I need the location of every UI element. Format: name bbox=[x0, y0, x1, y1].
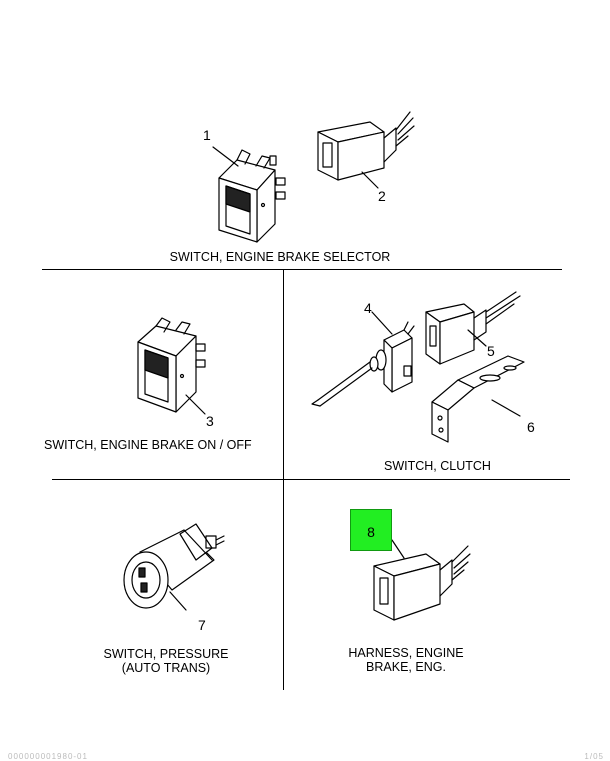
caption-pressure-line1: SWITCH, PRESSURE bbox=[103, 647, 229, 661]
caption-harness-line1: HARNESS, ENGINE bbox=[348, 646, 464, 660]
callout-2: 2 bbox=[378, 188, 386, 204]
middle-divider bbox=[52, 479, 570, 480]
callout-3: 3 bbox=[206, 413, 214, 429]
pressure-switch-7-icon bbox=[123, 523, 225, 611]
connector-5-icon bbox=[425, 291, 521, 365]
harness-connector-8-icon bbox=[373, 539, 471, 621]
callout-5: 5 bbox=[487, 343, 495, 359]
callout-7: 7 bbox=[198, 617, 206, 633]
bracket-6-icon bbox=[431, 355, 525, 443]
caption-harness-line2: BRAKE, ENG. bbox=[366, 660, 446, 674]
callout-6: 6 bbox=[527, 419, 535, 435]
callout-8: 8 bbox=[367, 524, 375, 540]
caption-engine-brake-on-off: SWITCH, ENGINE BRAKE ON / OFF bbox=[44, 438, 252, 452]
caption-clutch: SWITCH, CLUTCH bbox=[384, 459, 491, 473]
plunger-switch-4-icon bbox=[311, 311, 415, 407]
callout-8-highlight[interactable]: 8 bbox=[350, 509, 392, 551]
top-divider bbox=[42, 269, 562, 270]
callout-1: 1 bbox=[203, 127, 211, 143]
caption-pressure-line2: (AUTO TRANS) bbox=[121, 661, 211, 675]
footer-id: 000000001980-01 bbox=[8, 752, 88, 761]
footer-date: 1/05 bbox=[584, 752, 604, 761]
connector-2-icon bbox=[317, 111, 415, 189]
callout-4: 4 bbox=[364, 300, 372, 316]
rocker-switch-1-icon bbox=[212, 146, 286, 243]
caption-engine-brake-selector: SWITCH, ENGINE BRAKE SELECTOR bbox=[169, 250, 391, 264]
vertical-divider bbox=[283, 270, 284, 690]
rocker-switch-3-icon bbox=[137, 317, 206, 415]
